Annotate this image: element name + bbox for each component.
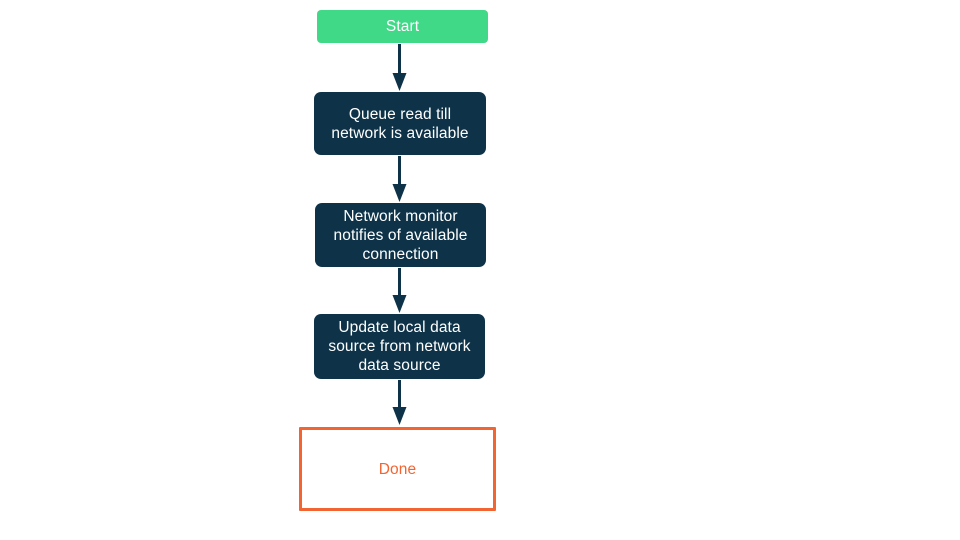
- node-update-local-data-source-label: Update local data source from network da…: [328, 319, 471, 374]
- edge-update-done-arrow: [392, 380, 407, 425]
- edge-monitor-update-arrow: [392, 268, 407, 313]
- node-network-monitor-label: Network monitor notifies of available co…: [333, 207, 468, 263]
- node-done-label: Done: [378, 460, 417, 478]
- edge-start-queue-arrow: [392, 44, 407, 91]
- node-network-monitor[interactable]: Network monitor notifies of available co…: [315, 203, 486, 267]
- node-done[interactable]: Done: [299, 427, 496, 511]
- edge-queue-monitor-arrow: [392, 156, 407, 202]
- node-start[interactable]: Start: [317, 10, 488, 43]
- node-queue-read-label: Queue read till network is available: [331, 105, 469, 142]
- node-start-label: Start: [385, 18, 420, 35]
- node-queue-read[interactable]: Queue read till network is available: [314, 92, 486, 155]
- node-update-local-data-source[interactable]: Update local data source from network da…: [314, 314, 485, 379]
